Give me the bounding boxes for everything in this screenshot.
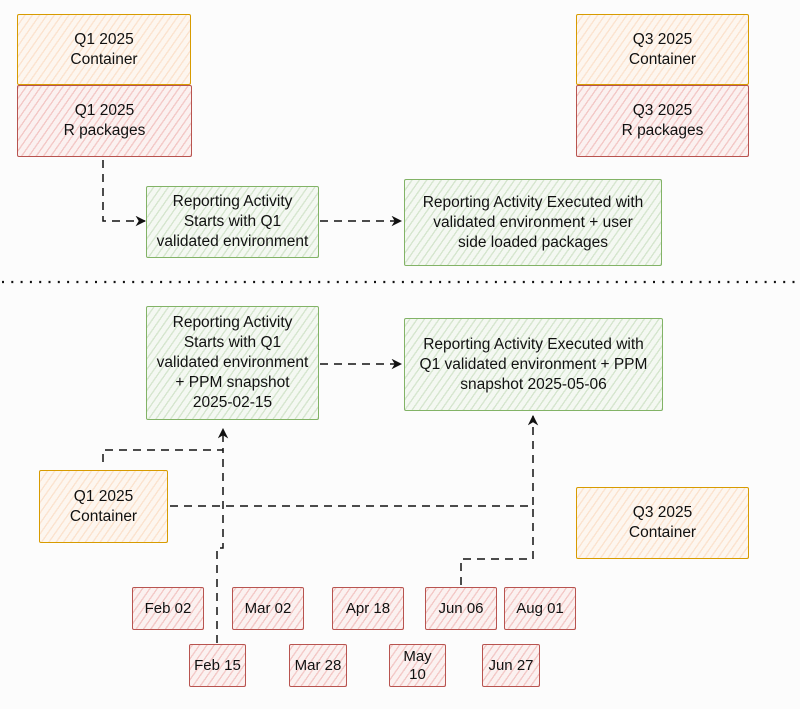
top-activity-executed-box[interactable]: Reporting Activity Executed with validat… xyxy=(404,179,662,266)
snapshot-date-feb-15[interactable]: Feb 15 xyxy=(189,644,246,687)
snapshot-date-jun-06[interactable]: Jun 06 xyxy=(425,587,497,630)
q1-r-packages-box[interactable]: Q1 2025 R packages xyxy=(17,85,192,157)
bottom-activity-start-box[interactable]: Reporting Activity Starts with Q1 valida… xyxy=(146,306,319,420)
snapshot-date-apr-18[interactable]: Apr 18 xyxy=(332,587,404,630)
snapshot-date-mar-28[interactable]: Mar 28 xyxy=(289,644,347,687)
q3-r-packages-box[interactable]: Q3 2025 R packages xyxy=(576,85,749,157)
q1-container-box[interactable]: Q1 2025 Container xyxy=(17,14,191,85)
snapshot-date-aug-01[interactable]: Aug 01 xyxy=(504,587,576,630)
connector-q1-packages-to-activity-start xyxy=(102,160,147,227)
bottom-activity-executed-box[interactable]: Reporting Activity Executed with Q1 vali… xyxy=(404,318,663,411)
q3-container-box[interactable]: Q3 2025 Container xyxy=(576,14,749,85)
connector-jun06-to-executed xyxy=(460,506,534,585)
bottom-q3-container-box[interactable]: Q3 2025 Container xyxy=(576,487,749,559)
top-activity-start-box[interactable]: Reporting Activity Starts with Q1 valida… xyxy=(146,186,319,258)
connector-q1-container-to-executed xyxy=(170,414,539,507)
snapshot-date-mar-02[interactable]: Mar 02 xyxy=(232,587,304,630)
snapshot-date-feb-02[interactable]: Feb 02 xyxy=(132,587,204,630)
bottom-q1-container-box[interactable]: Q1 2025 Container xyxy=(39,470,168,543)
snapshot-date-may-10[interactable]: May 10 xyxy=(389,644,446,687)
snapshot-date-jun-27[interactable]: Jun 27 xyxy=(482,644,540,687)
connector-q1-container-to-activity-start xyxy=(102,427,229,462)
connector-feb15-to-activity-start xyxy=(216,450,224,643)
